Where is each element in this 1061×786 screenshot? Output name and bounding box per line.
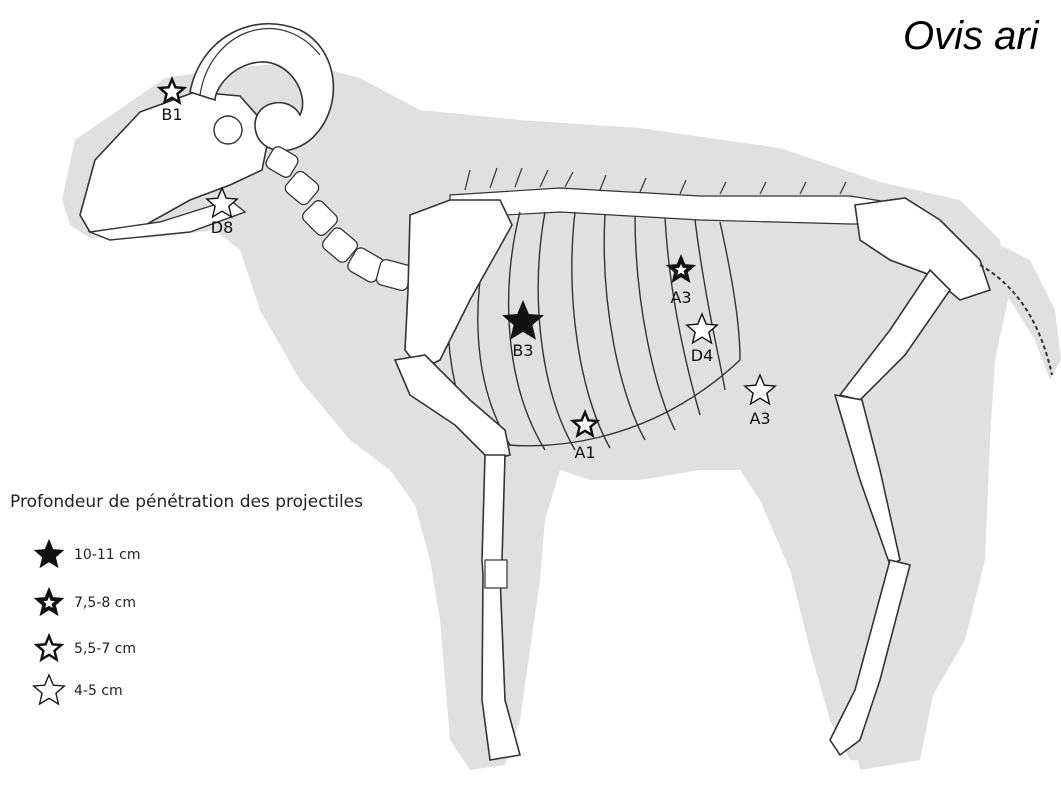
- legend-item-outline: 4-5 cm: [30, 676, 123, 706]
- page-title: Ovis ari: [903, 14, 1039, 59]
- legend-title: Profondeur de pénétration des projectile…: [10, 492, 363, 512]
- fore-carpal-bone: [485, 560, 507, 588]
- star-shape: [34, 539, 65, 568]
- medium-outline-star-icon: [30, 630, 68, 668]
- marker-label-A1: A1: [574, 443, 595, 462]
- outline-star-icon: [30, 672, 68, 710]
- legend-label: 7,5-8 cm: [74, 595, 136, 611]
- marker-label-A3-belly: A3: [749, 409, 770, 428]
- legend-item-medium: 5,5-7 cm: [30, 634, 136, 664]
- marker-label-A3-top: A3: [670, 288, 691, 307]
- legend-label: 4-5 cm: [74, 683, 123, 699]
- star-shape: [34, 675, 65, 704]
- solid-star-icon: [30, 536, 68, 574]
- marker-label-B1: B1: [161, 105, 182, 124]
- legend-item-solid: 10-11 cm: [30, 540, 140, 570]
- legend-label: 5,5-7 cm: [74, 641, 136, 657]
- legend-label: 10-11 cm: [74, 547, 140, 563]
- thick-outline-star-icon: [30, 584, 68, 622]
- marker-label-D8: D8: [211, 218, 234, 237]
- marker-label-B3: B3: [512, 341, 533, 360]
- marker-label-D4: D4: [691, 346, 714, 365]
- legend-item-thick: 7,5-8 cm: [30, 588, 136, 618]
